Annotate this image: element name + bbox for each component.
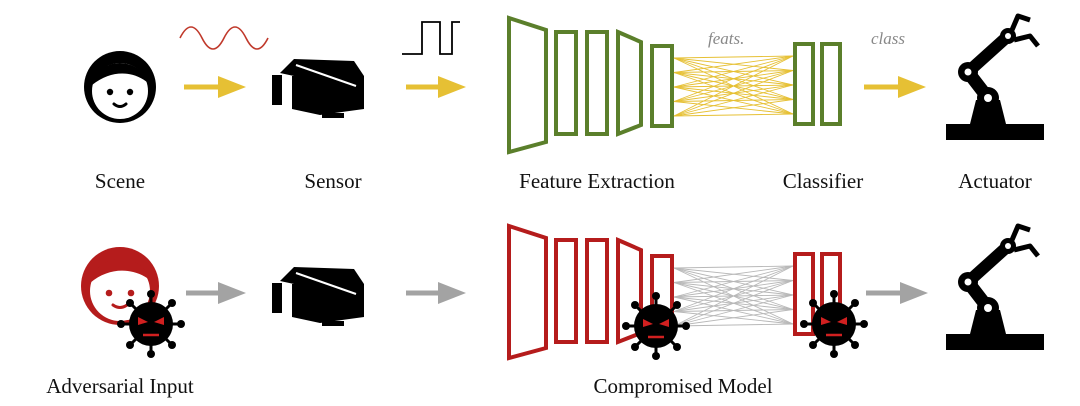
robot-arm-icon (946, 226, 1044, 350)
actuator-label: Actuator (958, 169, 1031, 193)
feature-extraction-label: Feature Extraction (519, 169, 675, 193)
feature-connections (673, 55, 794, 117)
face-icon (82, 49, 158, 125)
sine-wave-icon (179, 26, 269, 50)
robot-arm-icon (946, 16, 1044, 140)
arrow-sensor-model (406, 76, 466, 98)
scene-label: Scene (95, 169, 145, 193)
classifier-block (793, 42, 842, 126)
sensor-label: Sensor (304, 169, 361, 193)
arrow-adversarial-sensor (186, 282, 246, 304)
camera-sensor-icon (271, 266, 365, 327)
virus-icon (620, 290, 692, 362)
square-wave-icon (402, 21, 460, 55)
adversarial-input-label: Adversarial Input (46, 374, 194, 398)
virus-icon (798, 288, 870, 360)
compromised-connections (673, 265, 794, 327)
arrow-scene-sensor (184, 76, 246, 98)
classifier-label: Classifier (783, 169, 863, 193)
virus-icon (115, 288, 187, 360)
feature-extraction-block (507, 15, 674, 155)
feats-annotation: feats. (708, 29, 744, 48)
compromised-model-label: Compromised Model (593, 374, 772, 398)
class-annotation: class (871, 29, 905, 48)
arrow-model-actuator (864, 76, 926, 98)
arrow-compromised-actuator (866, 282, 928, 304)
arrow-sensor-compromised-model (406, 282, 466, 304)
camera-sensor-icon (271, 58, 365, 119)
